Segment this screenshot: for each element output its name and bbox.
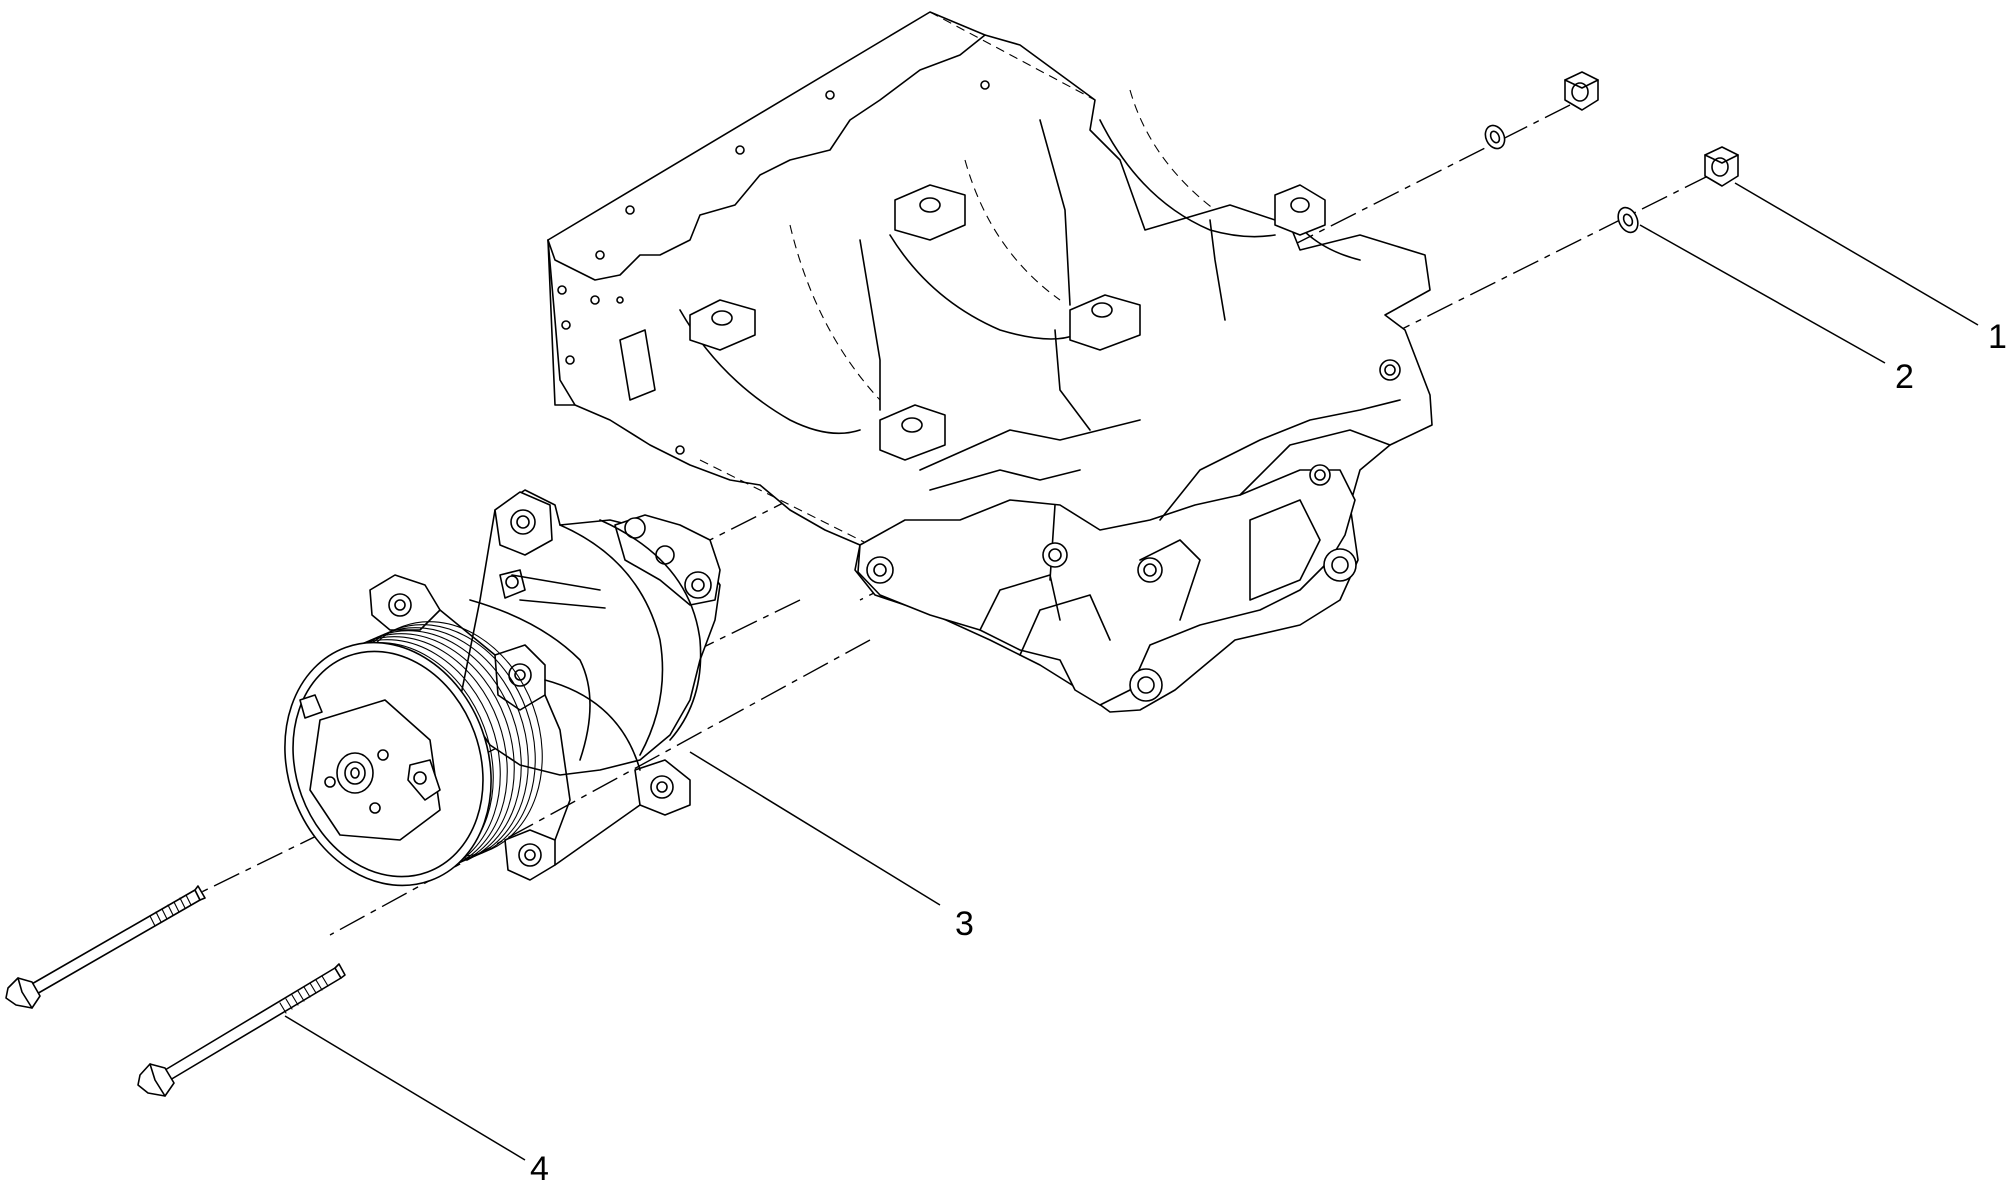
callout-3: 3 <box>955 905 974 943</box>
callout-2: 2 <box>1895 358 1914 396</box>
leader-1 <box>1734 182 1979 326</box>
leader-lines <box>284 182 1979 1161</box>
ac-compressor <box>284 489 721 887</box>
bolt-upper <box>5 885 206 1009</box>
leader-2 <box>1639 224 1886 364</box>
nut-upper <box>1564 71 1599 111</box>
engine-block-lower-crankcase <box>547 11 1433 713</box>
callout-4: 4 <box>530 1150 549 1188</box>
leader-3 <box>689 751 941 906</box>
callout-1: 1 <box>1988 318 2007 356</box>
washer-upper <box>1484 124 1506 150</box>
washer-lower <box>1617 206 1639 234</box>
callout-labels: 1 2 3 4 <box>530 318 2007 1188</box>
nut-lower <box>1704 146 1739 187</box>
leader-4 <box>284 1015 526 1161</box>
bolt-lower <box>137 963 346 1097</box>
